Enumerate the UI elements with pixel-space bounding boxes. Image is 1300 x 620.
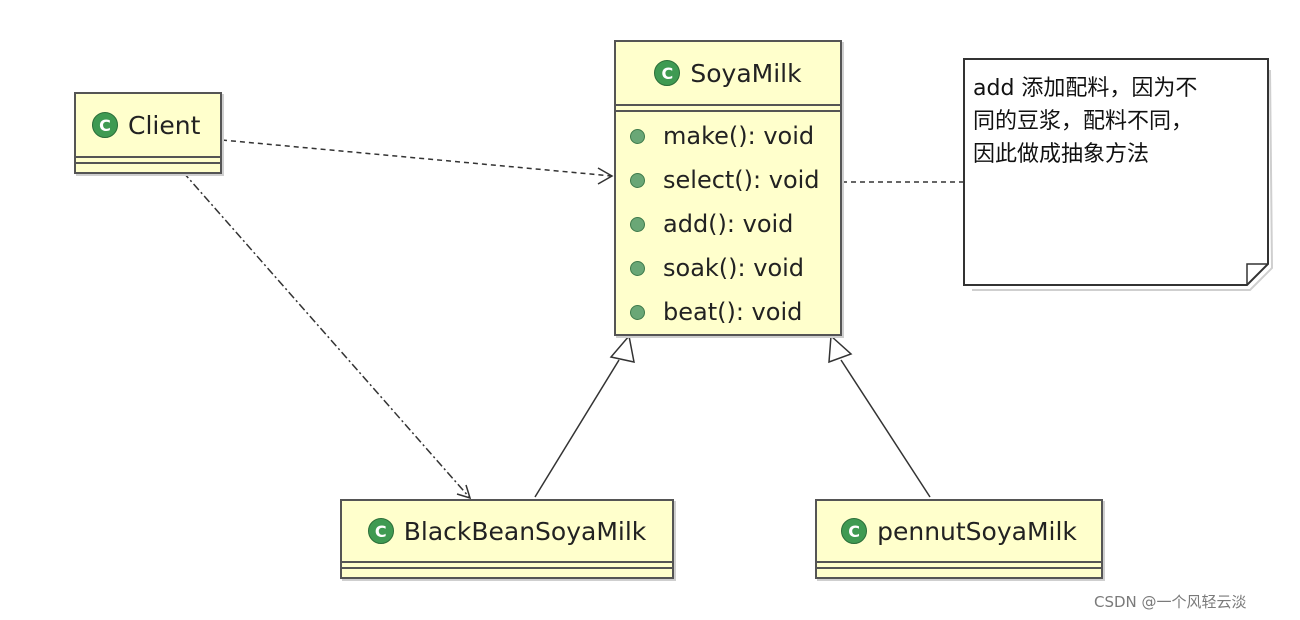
generalization-pennut	[840, 359, 931, 498]
soyamilk-attributes-divider	[616, 104, 840, 110]
client-class-header: C Client	[76, 94, 220, 156]
method-beat[interactable]: beat(): void	[630, 290, 840, 334]
public-method-icon	[630, 216, 645, 232]
public-method-icon	[630, 304, 645, 320]
generalization-arrowhead	[828, 334, 853, 364]
method-label: beat(): void	[663, 298, 803, 326]
blackbean-class[interactable]: C BlackBeanSoyaMilk	[340, 499, 674, 579]
soyamilk-class-name: SoyaMilk	[690, 58, 802, 88]
class-icon: C	[841, 518, 868, 544]
dependency-client-soyamilk	[221, 139, 613, 177]
note-shadow	[972, 69, 1274, 291]
method-select[interactable]: select(): void	[630, 158, 840, 202]
pennut-methods-divider	[817, 567, 1101, 569]
note-shape	[963, 58, 1269, 286]
pennut-class-header: C pennutSoyaMilk	[817, 501, 1101, 561]
public-method-icon	[630, 172, 645, 188]
pennut-attributes-divider	[817, 561, 1101, 567]
method-label: soak(): void	[663, 254, 805, 282]
soyamilk-class-header: C SoyaMilk	[616, 42, 840, 104]
dependency-arrowhead	[597, 167, 614, 185]
soyamilk-class[interactable]: C SoyaMilk make(): void select(): void a…	[614, 40, 842, 336]
soyamilk-method-list: make(): void select(): void add(): void …	[616, 112, 840, 334]
method-add[interactable]: add(): void	[630, 202, 840, 246]
method-label: add(): void	[663, 210, 794, 238]
blackbean-class-header: C BlackBeanSoyaMilk	[342, 501, 672, 561]
class-icon: C	[367, 518, 394, 544]
method-make[interactable]: make(): void	[630, 114, 840, 158]
pennut-class-name: pennutSoyaMilk	[877, 516, 1077, 546]
client-methods-divider	[76, 162, 220, 164]
watermark: CSDN @一个风轻云淡	[1094, 593, 1247, 611]
public-method-icon	[630, 260, 645, 276]
generalization-arrowhead	[609, 334, 635, 363]
client-class-name: Client	[128, 110, 201, 140]
pennut-class[interactable]: C pennutSoyaMilk	[815, 499, 1103, 579]
soyamilk-methods-divider	[616, 110, 840, 112]
method-label: make(): void	[663, 122, 815, 150]
method-soak[interactable]: soak(): void	[630, 246, 840, 290]
dependency-arrowhead	[456, 484, 472, 500]
blackbean-methods-divider	[342, 567, 672, 569]
method-label: select(): void	[663, 166, 820, 194]
dependency-client-blackbean	[182, 171, 471, 499]
class-icon: C	[92, 112, 118, 138]
note-fold	[1246, 263, 1268, 285]
public-method-icon	[630, 128, 645, 144]
client-class[interactable]: C Client	[74, 92, 222, 174]
blackbean-attributes-divider	[342, 561, 672, 567]
client-attributes-divider	[76, 156, 220, 162]
blackbean-class-name: BlackBeanSoyaMilk	[403, 516, 647, 546]
generalization-blackbean	[534, 359, 620, 498]
note-text: add 添加配料，因为不 同的豆浆，配料不同， 因此做成抽象方法	[973, 76, 1198, 167]
class-icon: C	[654, 60, 681, 86]
